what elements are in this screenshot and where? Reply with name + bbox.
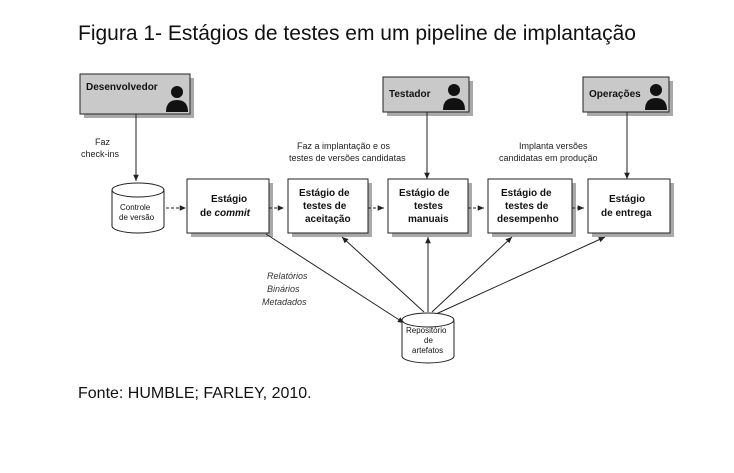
actor-tester-label: Testador xyxy=(389,89,431,100)
stage-manual-line-2: testes xyxy=(414,201,443,212)
figure-caption: Figura 1- Estágios de testes em um pipel… xyxy=(78,22,636,45)
stage-delivery-line-1: Estágio xyxy=(609,194,645,205)
note-deploy-tests-line-2: testes de versões candidatas xyxy=(289,153,406,163)
version-control-label-1: Controle xyxy=(120,203,151,212)
arrow-repository-to-acceptance xyxy=(341,236,425,313)
stage-commit-line-1: Estágio xyxy=(211,194,247,205)
stage-acceptance-line-1: Estágio de xyxy=(299,188,350,199)
stage-delivery-line-2: de entrega xyxy=(601,208,652,219)
person-icon xyxy=(443,84,465,110)
stage-commit-line-2-emphasis: commit xyxy=(214,208,250,219)
actor-developer: Desenvolvedor xyxy=(79,73,194,118)
stage-performance-line-3: desempenho xyxy=(497,214,559,225)
note-checkins-line-1: Faz xyxy=(95,137,111,147)
actor-developer-label: Desenvolvedor xyxy=(86,82,158,93)
artifact-repository-store: Repositório de artefatos xyxy=(401,312,455,364)
stage-acceptance-line-3: aceitação xyxy=(305,214,351,225)
note-artifacts-line-3: Metadados xyxy=(262,297,307,307)
stage-manual-line-1: Estágio de xyxy=(399,188,450,199)
note-deploy-tests-line-1: Faz a implantação e os xyxy=(297,141,391,151)
note-checkins: Faz check-ins xyxy=(81,137,120,159)
actor-operations-label: Operações xyxy=(589,89,641,100)
stage-acceptance-line-2: testes de xyxy=(303,201,347,212)
stage-performance-line-1: Estágio de xyxy=(501,188,552,199)
stage-acceptance: Estágio de testes de aceitação xyxy=(287,178,372,237)
arrow-commit-to-repository xyxy=(265,233,405,324)
note-artifacts-line-1: Relatórios xyxy=(267,271,308,281)
stage-delivery: Estágio de entrega xyxy=(587,178,674,237)
stage-commit: Estágio de commit xyxy=(186,178,273,237)
note-deploy-prod-line-1: Implanta versões xyxy=(519,141,588,151)
figure-source: Fonte: HUMBLE; FARLEY, 2010. xyxy=(78,385,312,402)
stage-performance: Estágio de testes de desempenho xyxy=(487,178,576,237)
stage-commit-line-2-prefix: de xyxy=(200,208,214,219)
artifact-repo-label-1: Repositório xyxy=(406,326,447,335)
person-icon xyxy=(645,84,667,110)
artifact-repo-label-3: artefatos xyxy=(412,346,443,355)
note-artifacts: Relatórios Binários Metadados xyxy=(262,271,308,307)
arrow-repository-to-performance xyxy=(431,236,513,313)
stage-manual: Estágio de testes manuais xyxy=(387,178,472,237)
version-control-store: Controle de versão xyxy=(111,182,165,234)
note-artifacts-line-2: Binários xyxy=(267,284,300,294)
actor-operations: Operações xyxy=(582,76,673,116)
note-deploy-prod: Implanta versões candidatas em produção xyxy=(499,141,598,163)
stage-manual-line-3: manuais xyxy=(408,214,449,225)
version-control-label-2: de versão xyxy=(119,213,155,222)
arrow-repository-to-delivery xyxy=(435,236,606,315)
person-icon xyxy=(166,86,188,112)
note-checkins-line-2: check-ins xyxy=(81,149,120,159)
note-deploy-prod-line-2: candidatas em produção xyxy=(499,153,598,163)
stage-performance-line-2: testes de xyxy=(505,201,549,212)
svg-text:de commit: de commit xyxy=(200,208,251,219)
actor-tester: Testador xyxy=(382,76,473,116)
artifact-repo-label-2: de xyxy=(424,336,433,345)
note-deploy-tests: Faz a implantação e os testes de versões… xyxy=(289,141,406,163)
